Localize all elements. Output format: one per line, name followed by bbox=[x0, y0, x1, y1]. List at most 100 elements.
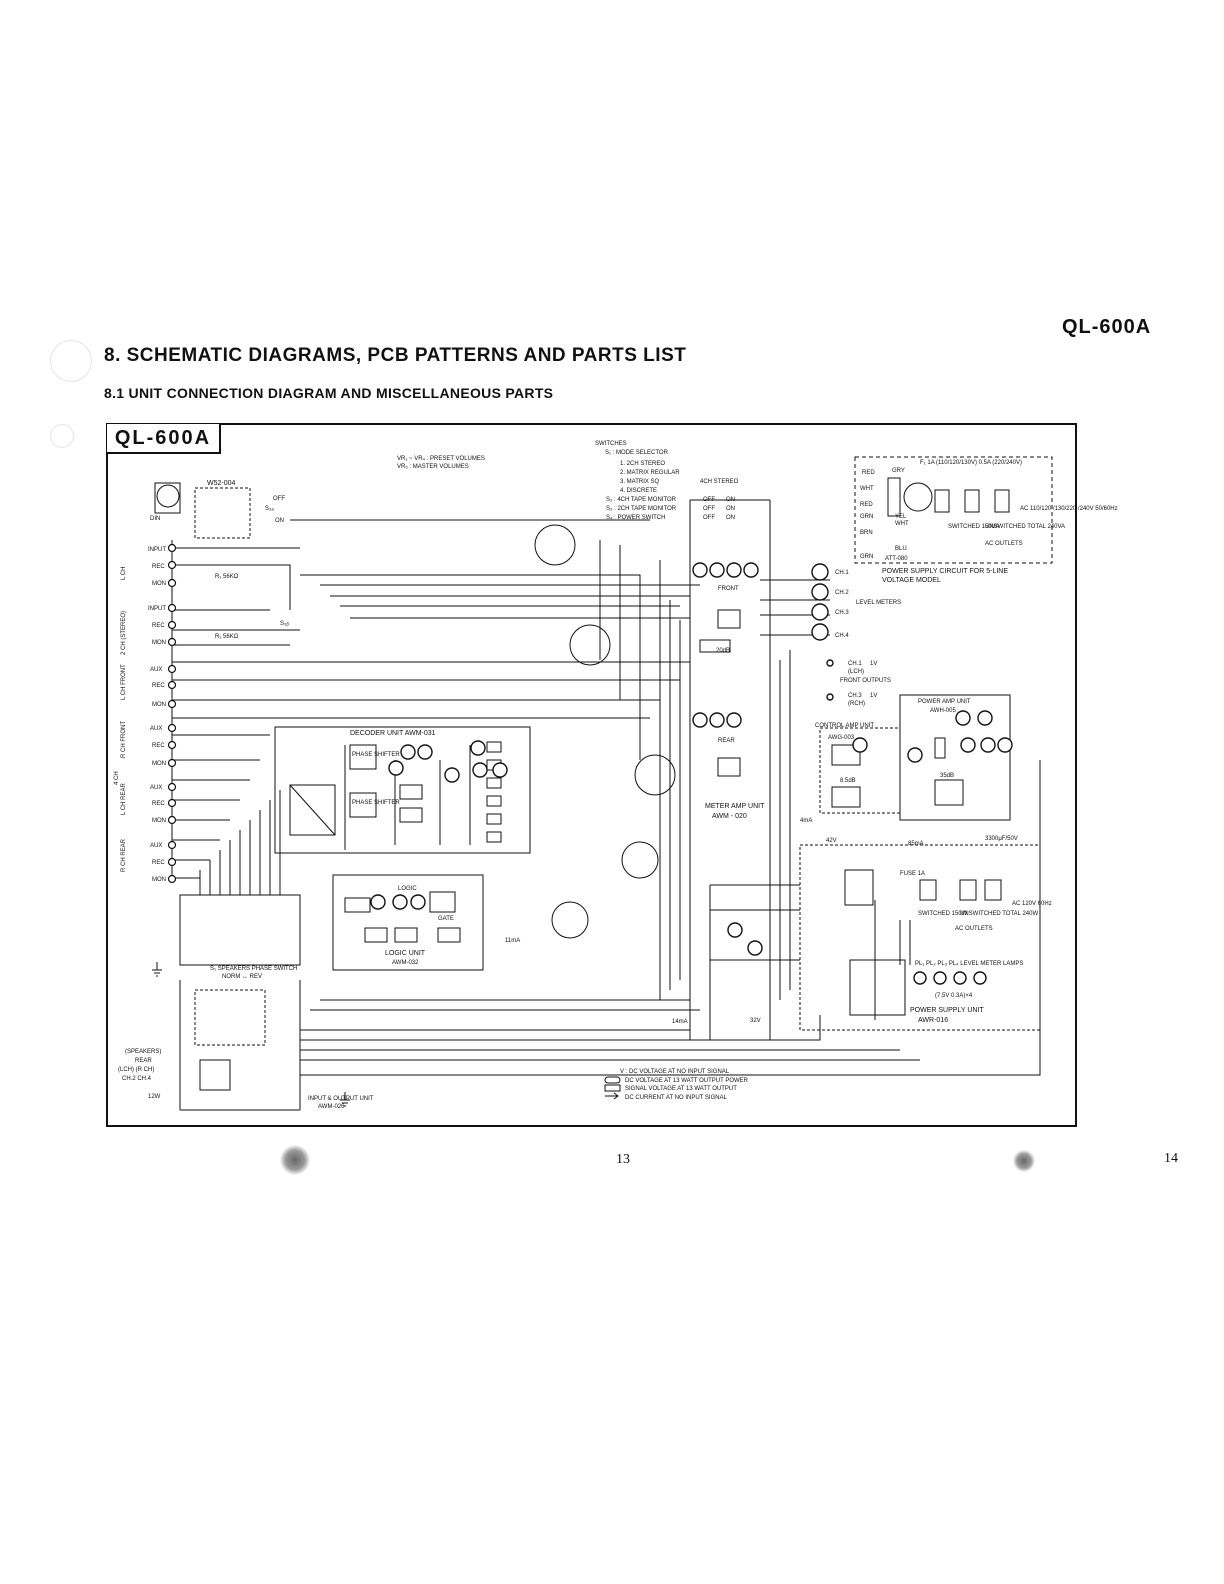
control-amp-model: AWG-003 bbox=[828, 735, 855, 741]
legend-dc-13w: DC VOLTAGE AT 13 WATT OUTPUT POWER bbox=[625, 1078, 749, 1084]
ps5-wire-grn: GRN bbox=[860, 514, 873, 520]
jack-rec-6: REC bbox=[152, 860, 165, 866]
resistor-r1-a: R₁ 56KΩ bbox=[215, 574, 239, 580]
w52-004-box bbox=[194, 487, 251, 539]
mode-3: 3. MATRIX SQ bbox=[620, 479, 660, 485]
ps-lamp-rating: (7.5V 0.3A)×4 bbox=[935, 993, 973, 999]
front-out-ch3: CH.3 bbox=[848, 693, 862, 699]
logic-unit-title: LOGIC UNIT bbox=[385, 950, 426, 957]
speakers-phase-switch: S₁ SPEAKERS PHASE SWITCH bbox=[210, 966, 297, 972]
ps-4ma: 4mA bbox=[800, 818, 812, 824]
gate-label: GATE bbox=[438, 916, 454, 922]
jack-mon-3: MON bbox=[152, 702, 166, 708]
punch-hole-mark bbox=[50, 340, 92, 382]
jack-mon-2: MON bbox=[152, 640, 166, 646]
resistor-r1-b: R₁ 56KΩ bbox=[215, 634, 239, 640]
selector-s1-2f-b bbox=[569, 624, 611, 666]
logic-unit-model: AWM-032 bbox=[392, 960, 419, 966]
phase-shifter-2 bbox=[349, 792, 377, 818]
schematic-frame bbox=[106, 423, 1077, 1127]
switch-s3-off: OFF bbox=[703, 506, 715, 512]
jack-input-2: INPUT bbox=[148, 606, 166, 612]
jack-rec-3: REC bbox=[152, 683, 165, 689]
ps5-att: ATT-080 bbox=[885, 556, 908, 562]
jack-aux-3: AUX bbox=[150, 785, 162, 791]
switch-s4-off: OFF bbox=[703, 515, 715, 521]
switch-s2-on: ON bbox=[726, 497, 735, 503]
io-unit-outline bbox=[179, 980, 301, 1111]
jack-rec-1: REC bbox=[152, 564, 165, 570]
logic-unit-box bbox=[332, 874, 484, 971]
switch-s2-off: OFF bbox=[703, 497, 715, 503]
smudge-mark-2 bbox=[1013, 1150, 1035, 1172]
speakers-title: (SPEAKERS) bbox=[125, 1049, 161, 1055]
control-amp-db: 8.5dB bbox=[840, 778, 856, 784]
s3a-label: S₃ₐ bbox=[265, 506, 274, 512]
ps-cap: 3300μF/50V bbox=[985, 836, 1018, 842]
ps-32v: 32V bbox=[750, 1018, 761, 1024]
diagram-model-label: QL-600A bbox=[107, 424, 221, 454]
section-title: 8. SCHEMATIC DIAGRAMS, PCB PATTERNS AND … bbox=[104, 345, 687, 366]
ps-5line-box bbox=[854, 456, 1053, 564]
speakers-lch-rch: (LCH) (R CH) bbox=[118, 1067, 154, 1073]
page-number-left: 13 bbox=[616, 1152, 630, 1167]
front-out-ch1: CH.1 bbox=[848, 661, 862, 667]
ps5-ac: AC 110/120 /130/220 /240V 50/60Hz bbox=[1020, 506, 1118, 512]
power-supply-dashed bbox=[799, 844, 1041, 1031]
jack-rec-4: REC bbox=[152, 743, 165, 749]
norm-rev: NORM ↔ REV bbox=[222, 974, 262, 980]
ps-42v: 42V bbox=[826, 838, 837, 844]
din-socket-box bbox=[154, 482, 181, 514]
phase-switch-box bbox=[194, 989, 266, 1046]
din-label: DIN bbox=[150, 516, 160, 522]
jack-mon-4: MON bbox=[152, 761, 166, 767]
ps5-ac-outlets: AC OUTLETS bbox=[985, 541, 1023, 547]
ps5-wire-wht: WHT bbox=[860, 486, 874, 492]
legend-arrow-icon bbox=[605, 1092, 619, 1100]
jack-input-1: INPUT bbox=[148, 547, 166, 553]
group-rch-rear: R CH REAR bbox=[121, 838, 127, 872]
power-supply-unit-box bbox=[849, 959, 906, 1016]
ps5-subtitle: VOLTAGE MODEL bbox=[882, 577, 941, 584]
ps5-wire-red: RED bbox=[862, 470, 875, 476]
jack-aux-2: AUX bbox=[150, 726, 162, 732]
front-out-lch: (LCH) bbox=[848, 669, 864, 675]
switch-s3-on: ON bbox=[726, 506, 735, 512]
model-header: QL-600A bbox=[1062, 316, 1152, 338]
ps5-wire-gry: GRY bbox=[892, 468, 905, 474]
w52-004-label: W52-004 bbox=[207, 480, 236, 487]
mode-1: 1. 2CH STEREO bbox=[620, 461, 665, 467]
power-amp-box bbox=[899, 694, 1011, 821]
selector-s1-2r bbox=[551, 901, 589, 939]
ps5-title: POWER SUPPLY CIRCUIT FOR 5-LINE bbox=[882, 568, 1008, 575]
meter-amp-title: METER AMP UNIT bbox=[705, 803, 765, 810]
logic-label: LOGIC bbox=[398, 886, 417, 892]
switch-s2: S₂ : 4CH TAPE MONITOR bbox=[606, 497, 677, 503]
switches-title: SWITCHES bbox=[595, 441, 627, 447]
mode-4: 4. DISCRETE bbox=[620, 488, 657, 494]
group-lch-rear: L CH REAR bbox=[121, 783, 127, 815]
switch-s4-on: ON bbox=[726, 515, 735, 521]
jack-mon-5: MON bbox=[152, 818, 166, 824]
ps-85ma: 85mA bbox=[908, 841, 924, 847]
jack-rec-5: REC bbox=[152, 801, 165, 807]
jack-aux-4: AUX bbox=[150, 843, 162, 849]
legend-dc-current: DC CURRENT AT NO INPUT SIGNAL bbox=[625, 1095, 728, 1101]
front-out-rch: (RCH) bbox=[848, 701, 865, 707]
switch-s1: S₁ : MODE SELECTOR bbox=[605, 450, 669, 456]
ps5-switched: SWITCHED 150VA bbox=[948, 524, 999, 530]
s3a-off-label: OFF bbox=[273, 496, 285, 502]
jack-mon-6: MON bbox=[152, 877, 166, 883]
ps-lamps: PL₁ PL₂ PL₃ PL₄ LEVEL METER LAMPS bbox=[915, 961, 1023, 967]
meter-amp-outline bbox=[689, 499, 771, 1041]
meter-db-label: 20dB bbox=[716, 648, 730, 654]
selector-s1-2f bbox=[534, 524, 576, 566]
meter-ch3: CH.3 bbox=[835, 610, 849, 616]
phase-shifter-1-label: PHASE SHIFTER bbox=[352, 752, 400, 758]
mode-2: 2. MATRIX REGULAR bbox=[620, 470, 680, 476]
ps-unit-model: AWR-016 bbox=[918, 1017, 948, 1024]
front-outputs-label: FRONT OUTPUTS bbox=[840, 678, 891, 684]
ps5-wire-red2: RED bbox=[860, 502, 873, 508]
ps5-wire-yel: YEL bbox=[895, 514, 907, 520]
